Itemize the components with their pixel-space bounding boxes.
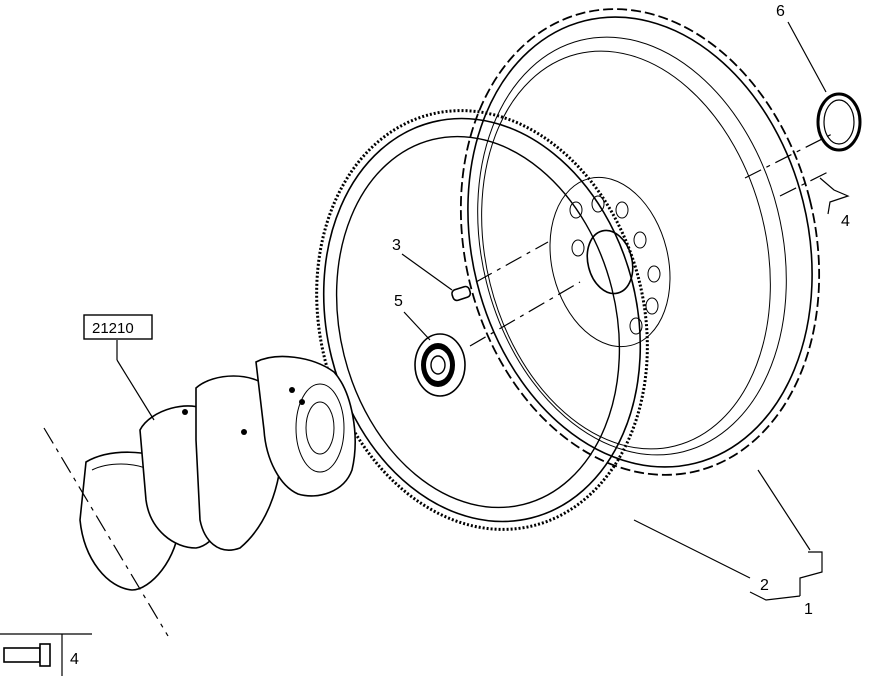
leader-lines bbox=[116, 21, 850, 601]
axis-lines bbox=[43, 133, 833, 637]
callout-1: 1 bbox=[804, 601, 813, 618]
callout-3: 3 bbox=[392, 237, 401, 254]
view-number: 4 bbox=[70, 651, 79, 668]
reference-box: 21210 bbox=[83, 314, 153, 340]
bolt-icon bbox=[3, 643, 51, 667]
flywheel bbox=[459, 8, 821, 476]
crankshaft bbox=[79, 355, 356, 591]
snap-ring bbox=[816, 92, 862, 152]
callout-4: 4 bbox=[841, 213, 850, 230]
dowel-pin bbox=[451, 285, 472, 302]
ring-gear bbox=[315, 109, 649, 531]
callout-6: 6 bbox=[776, 3, 785, 20]
callout-5: 5 bbox=[394, 293, 403, 310]
reference-number: 21210 bbox=[92, 320, 134, 337]
callout-2: 2 bbox=[760, 577, 769, 594]
bearing bbox=[414, 333, 466, 397]
view-indicator: 4 bbox=[0, 633, 92, 676]
